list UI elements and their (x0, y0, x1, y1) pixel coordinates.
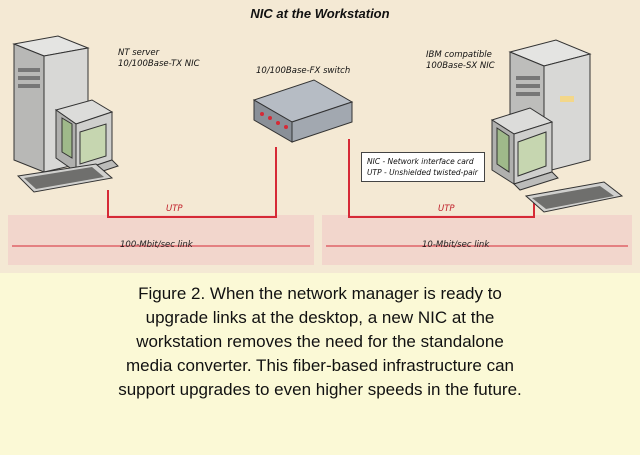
right-utp-label: UTP (438, 204, 455, 214)
left-keyboard (16, 163, 114, 193)
fx-switch (252, 79, 354, 143)
left-floor-panel (8, 215, 314, 265)
network-diagram: NIC at the Workstation NT server 10/100B… (0, 0, 640, 273)
diagram-title: NIC at the Workstation (250, 6, 390, 21)
right-link-label: 10-Mbit/sec link (422, 240, 490, 250)
switch-label: 10/100Base-FX switch (256, 66, 351, 76)
right-station-label-line-1: IBM compatible (426, 50, 492, 60)
legend-box: NIC - Network interface card UTP - Unshi… (361, 152, 485, 182)
left-station-label-line-2: 10/100Base-TX NIC (118, 59, 200, 69)
legend-item-nic: NIC - Network interface card (367, 157, 474, 166)
left-station-label-line-1: NT server (118, 48, 160, 58)
caption-line-1: Figure 2. When the network manager is re… (138, 284, 502, 303)
caption-line-2: upgrade links at the desktop, a new NIC … (145, 308, 495, 327)
caption-line-3: workstation removes the need for the sta… (136, 332, 504, 351)
right-floor-panel (322, 215, 632, 265)
caption-line-5: support upgrades to even higher speeds i… (118, 380, 522, 399)
diagram-canvas (8, 35, 632, 265)
legend-item-utp: UTP - Unshielded twisted-pair (367, 168, 478, 177)
left-utp-label: UTP (166, 204, 183, 214)
right-station-label-line-2: 100Base-SX NIC (426, 61, 495, 71)
figure-caption: Figure 2. When the network manager is re… (8, 282, 632, 402)
left-utp-cable (107, 147, 277, 218)
left-station-label: NT server 10/100Base-TX NIC (118, 48, 200, 70)
right-monitor (490, 107, 559, 191)
left-link-label: 100-Mbit/sec link (120, 240, 193, 250)
caption-line-4: media converter. This fiber-based infras… (125, 356, 515, 375)
right-utp-cable (348, 139, 535, 218)
right-station-label: IBM compatible 100Base-SX NIC (426, 50, 495, 72)
right-keyboard (524, 181, 624, 213)
left-monitor (54, 99, 119, 179)
